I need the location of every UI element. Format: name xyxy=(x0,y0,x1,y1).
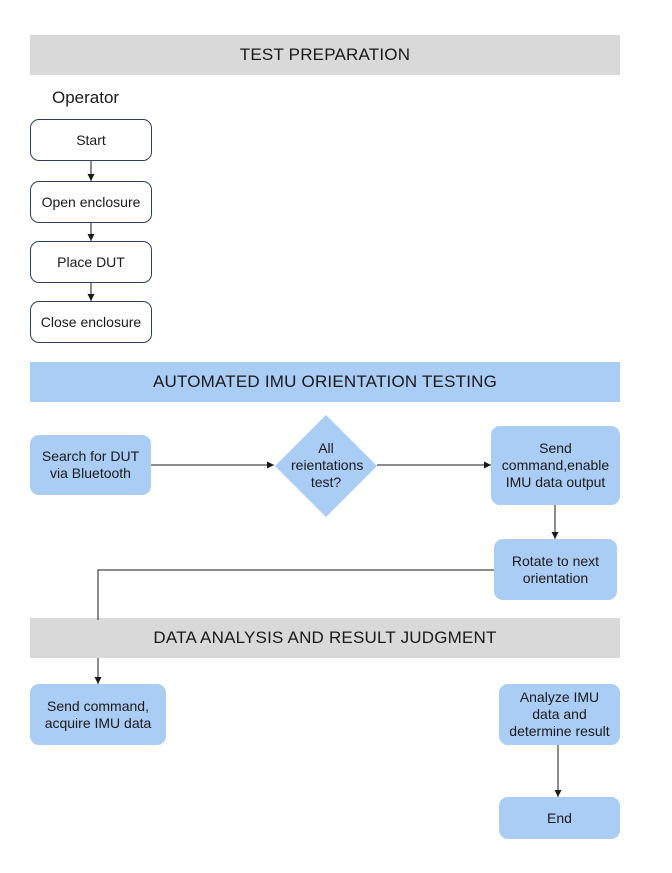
step-search-dut: Search for DUT via Bluetooth xyxy=(30,435,151,495)
step-label: Rotate to next orientation xyxy=(511,552,600,586)
step-open-enclosure: Open enclosure xyxy=(30,181,152,223)
decision-all-orientations: All reientations test? xyxy=(275,415,377,517)
arrow-rotate-to-acquire xyxy=(97,569,494,620)
section-title: TEST PREPARATION xyxy=(239,45,411,64)
decision-label: All reientations test? xyxy=(291,440,364,490)
step-label: Open enclosure xyxy=(41,193,141,210)
lane-label-operator: Operator xyxy=(52,88,120,107)
section-title: DATA ANALYSIS AND RESULT JUDGMENT xyxy=(153,628,497,647)
decision-diamond-shape xyxy=(275,415,377,517)
section-data-analysis: DATA ANALYSIS AND RESULT JUDGMENT xyxy=(30,618,620,658)
step-label: Search for DUT via Bluetooth xyxy=(41,448,140,481)
section-automated-testing: AUTOMATED IMU ORIENTATION TESTING xyxy=(30,362,620,402)
step-label: Start xyxy=(76,131,106,148)
step-analyze-result: Analyze IMU data and determine result xyxy=(499,684,620,745)
step-start: Start xyxy=(30,119,152,161)
step-rotate-orientation: Rotate to next orientation xyxy=(494,539,617,600)
step-acquire-imu-data: Send command, acquire IMU data xyxy=(30,684,166,745)
step-label: End xyxy=(547,809,572,826)
step-place-dut: Place DUT xyxy=(30,241,152,283)
step-label: Send command,enable IMU data output xyxy=(501,440,610,490)
step-label: Close enclosure xyxy=(40,313,142,330)
step-label: Place DUT xyxy=(57,253,125,270)
step-end: End xyxy=(499,797,620,839)
section-title: AUTOMATED IMU ORIENTATION TESTING xyxy=(152,372,498,391)
step-close-enclosure: Close enclosure xyxy=(30,301,152,343)
step-send-enable-output: Send command,enable IMU data output xyxy=(491,426,620,505)
step-label: Send command, acquire IMU data xyxy=(44,697,152,731)
step-label: Analyze IMU data and determine result xyxy=(509,689,610,739)
section-test-preparation: TEST PREPARATION xyxy=(30,35,620,75)
